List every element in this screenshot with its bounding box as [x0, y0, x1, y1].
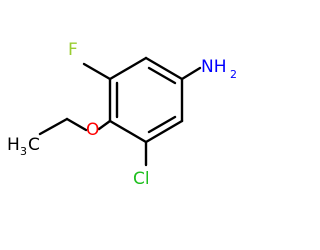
methyl-group-label: H 3 C	[7, 135, 40, 158]
ring-bond-c1-c2	[144, 56, 184, 81]
amine-nh-label: NH	[201, 57, 227, 77]
molecule-structure-diagram: F O Cl NH 2 H 3 C	[7, 40, 237, 189]
fluorine-label: F	[68, 40, 78, 60]
amine-subscript: 2	[230, 68, 237, 81]
ring-double-bond-inner-2	[147, 115, 177, 134]
bond-c-o	[97, 119, 112, 131]
ring-double-bond-inner-1	[147, 66, 177, 85]
oxygen-label: O	[86, 120, 99, 140]
methyl-c-label: C	[28, 135, 40, 155]
benzene-ring	[108, 56, 184, 144]
methyl-subscript: 3	[20, 145, 27, 158]
amine-group-label: NH 2	[201, 57, 237, 81]
ring-bond-c3-c4	[144, 119, 184, 144]
ring-bond-c4-c5	[108, 119, 148, 144]
ring-bond-c6-c1	[108, 56, 148, 81]
bond-o-ch2	[65, 117, 88, 132]
bond-c-nh2	[180, 66, 202, 81]
bond-c-f	[82, 62, 112, 81]
methyl-h-label: H	[7, 135, 20, 155]
chlorine-label: Cl	[133, 169, 150, 189]
bond-ch2-ch3	[38, 117, 69, 136]
